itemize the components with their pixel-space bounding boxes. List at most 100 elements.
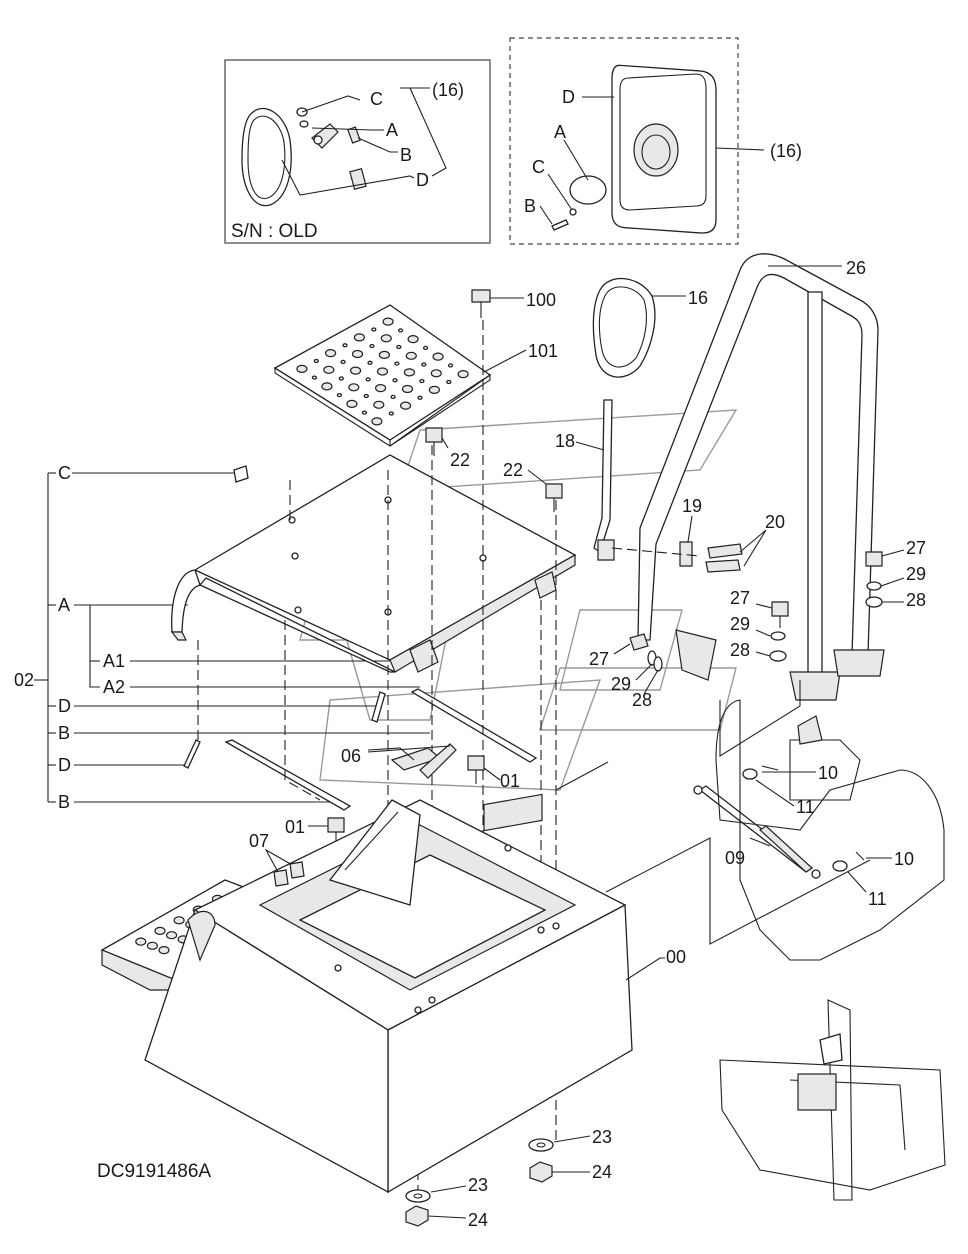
clamp-parts (611, 541, 743, 573)
washers-and-nuts (405, 1138, 554, 1227)
gas-strut-09 (555, 680, 871, 945)
plate-hole (373, 400, 385, 409)
group-item-c: C (58, 463, 71, 483)
group-item-a1: A1 (103, 651, 125, 671)
plate-hole (430, 369, 442, 378)
callout-29-middle: 29 (730, 614, 750, 634)
plate-hole (367, 360, 373, 365)
group-item-a: A (58, 595, 70, 615)
plate-hole (340, 359, 346, 365)
inset-new-callout-a: A (554, 122, 566, 142)
inset-new-callout-c: C (532, 157, 545, 177)
callout-20: 20 (765, 512, 785, 532)
step-hole (135, 937, 147, 946)
plate-hole (369, 343, 375, 349)
seat-base-housing (100, 793, 633, 1194)
step-hole (146, 941, 158, 950)
plate-hole (353, 333, 365, 342)
callout-27-left: 27 (589, 649, 609, 669)
plate-hole (390, 394, 396, 400)
plate-hole (419, 378, 425, 384)
plate-hole (351, 349, 364, 359)
fasteners-top (327, 289, 563, 846)
step-hole (158, 945, 170, 955)
callout-23-left: 23 (468, 1175, 488, 1195)
seal-strips (183, 688, 538, 811)
group-item-a2: A2 (103, 677, 125, 697)
seat-cover-lid (170, 454, 577, 673)
plate-hole (371, 327, 377, 332)
inset-new-callout-16: (16) (770, 141, 802, 161)
plate-hole (376, 367, 389, 376)
step-hole (154, 926, 166, 936)
callout-27-right: 27 (906, 538, 926, 558)
perforated-plate-101 (273, 304, 492, 448)
callout-27-middle: 27 (730, 588, 750, 608)
plate-hole (325, 349, 337, 358)
plate-hole (457, 370, 469, 379)
plate-hole (313, 358, 319, 364)
inset-old-callout-a: A (386, 120, 398, 140)
inset-old-mirror: C A B D (16) S/N : OLD (224, 59, 491, 244)
callout-06: 06 (341, 746, 361, 766)
plate-hole (336, 392, 343, 398)
callout-23-right: 23 (592, 1127, 612, 1147)
plate-hole (380, 334, 392, 343)
callout-29-left: 29 (611, 674, 631, 694)
handrail-26 (637, 253, 885, 701)
inset-new-callout-b: B (524, 196, 536, 216)
step-hole (173, 916, 185, 925)
plate-hole (422, 345, 429, 351)
plate-hole (321, 382, 333, 391)
bolts-27-29-28 (629, 551, 883, 672)
plate-hole (348, 383, 360, 392)
callout-28-left: 28 (632, 690, 652, 710)
callout-11-upper: 11 (796, 797, 815, 817)
step-hole (166, 931, 178, 940)
plate-hole (396, 344, 402, 350)
callout-26: 26 (846, 258, 866, 278)
plate-hole (388, 411, 394, 416)
plate-hole (346, 399, 358, 408)
group-item-d-lower: D (58, 755, 71, 775)
excavator-location-thumbnail (715, 699, 946, 1201)
plate-hole (323, 365, 335, 374)
plate-hole (375, 384, 387, 393)
group-02-bracket: 02 C A A1 A2 D B D B (14, 463, 430, 812)
plate-hole (392, 378, 398, 383)
callout-18: 18 (555, 431, 575, 451)
mirror-and-stay (592, 277, 656, 561)
callout-01-left: 01 (285, 817, 305, 837)
inset-old-callout-b: B (400, 145, 412, 165)
inset-new-mirror: D A C B (16) (509, 37, 802, 245)
part-number-callouts: 100 101 22 22 16 18 19 20 26 27 29 28 27… (249, 258, 926, 1230)
inset-new-callout-d: D (562, 87, 575, 107)
plate-hole (403, 368, 415, 377)
inset-old-serial-label: S/N : OLD (231, 221, 318, 242)
inset-old-callout-16: (16) (432, 80, 464, 100)
inset-old-callout-d: D (416, 170, 429, 190)
callout-28-right: 28 (906, 590, 926, 610)
callout-24-right: 24 (592, 1162, 612, 1182)
group-item-d-upper: D (58, 696, 71, 716)
callout-01-right: 01 (500, 771, 520, 791)
callout-16: 16 (688, 288, 708, 308)
plate-hole (342, 343, 348, 348)
plate-hole (405, 351, 417, 360)
plate-hole (394, 361, 400, 366)
plate-hole (446, 379, 452, 385)
callout-22-upper-right: 22 (503, 460, 523, 480)
plate-hole (397, 328, 404, 333)
plate-hole (432, 352, 444, 361)
callout-28-middle: 28 (730, 640, 750, 660)
group-item-b-upper: B (58, 723, 70, 743)
callout-29-right: 29 (906, 564, 926, 584)
callout-19: 19 (682, 496, 702, 516)
group-number: 02 (14, 670, 34, 690)
plate-hole (417, 395, 423, 400)
plate-hole (447, 363, 454, 368)
plate-hole (311, 375, 318, 380)
plate-hole (338, 376, 344, 381)
plate-hole (365, 377, 371, 382)
